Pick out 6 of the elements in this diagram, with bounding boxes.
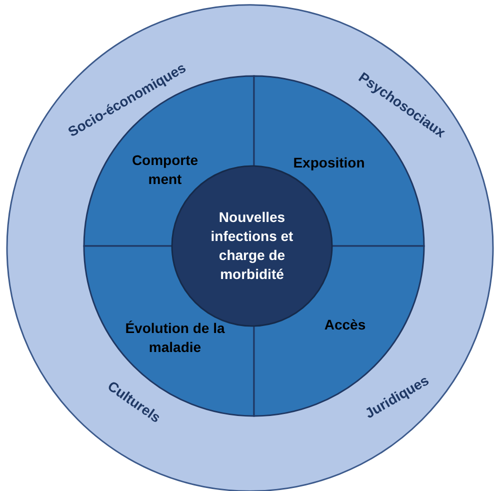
segment-label: Évolution de la maladie <box>124 319 226 357</box>
segment-label: Exposition <box>292 154 366 172</box>
center-label: Nouvelles infections et charge de morbidité <box>210 208 294 284</box>
segment-label: Comporte ment <box>130 151 200 189</box>
segment-label: Accès <box>323 316 367 334</box>
outer-ring <box>7 5 493 491</box>
